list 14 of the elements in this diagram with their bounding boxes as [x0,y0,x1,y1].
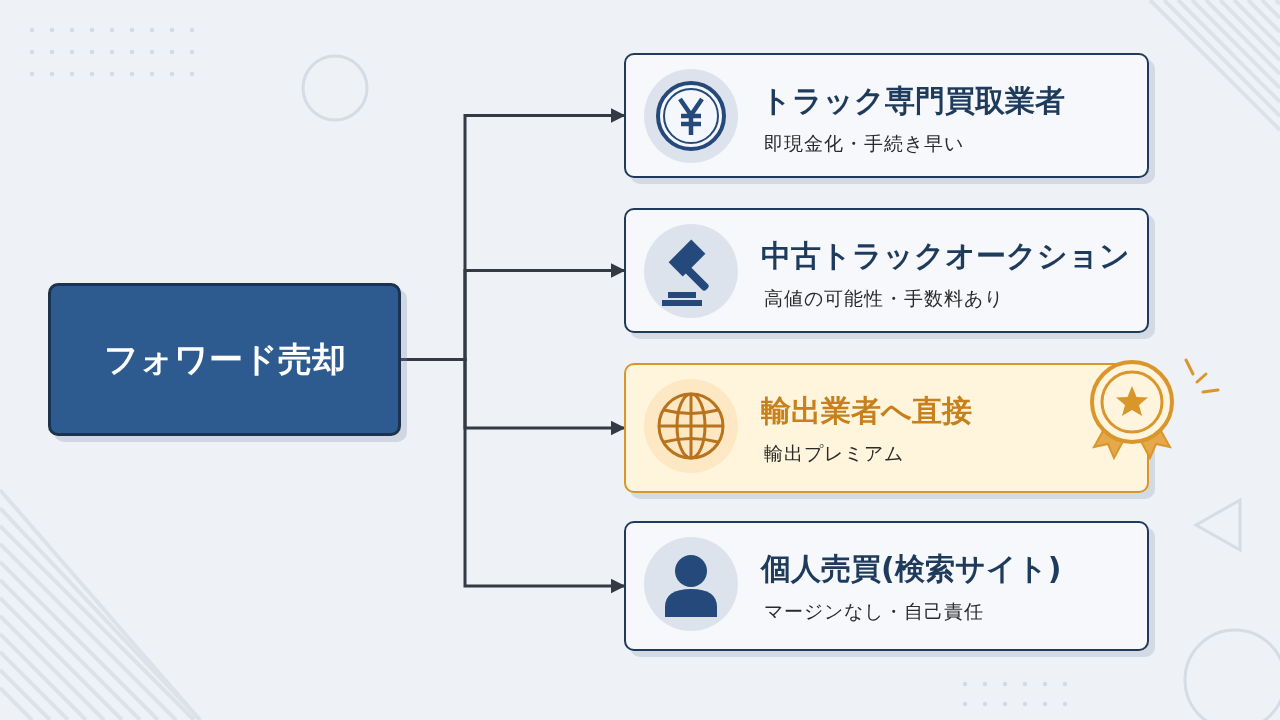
option-box [624,521,1149,651]
option-title: 個人売買(検索サイト) [761,550,1062,588]
option-box [624,208,1149,333]
process-box [48,283,401,436]
option-title: 輸出業者へ直接 [761,392,972,430]
highlighted-option-box [624,363,1149,493]
option-title: トラック専門買取業者 [761,82,1065,120]
option-box [624,53,1149,178]
option-description: 輸出プレミアム [764,441,904,466]
option-description: マージンなし・自己責任 [764,599,984,624]
option-description: 高値の可能性・手数料あり [764,286,1004,311]
option-title: 中古トラックオークション [761,237,1130,275]
node-title: フォワード売却 [103,337,346,381]
option-description: 即現金化・手続き早い [764,131,964,156]
